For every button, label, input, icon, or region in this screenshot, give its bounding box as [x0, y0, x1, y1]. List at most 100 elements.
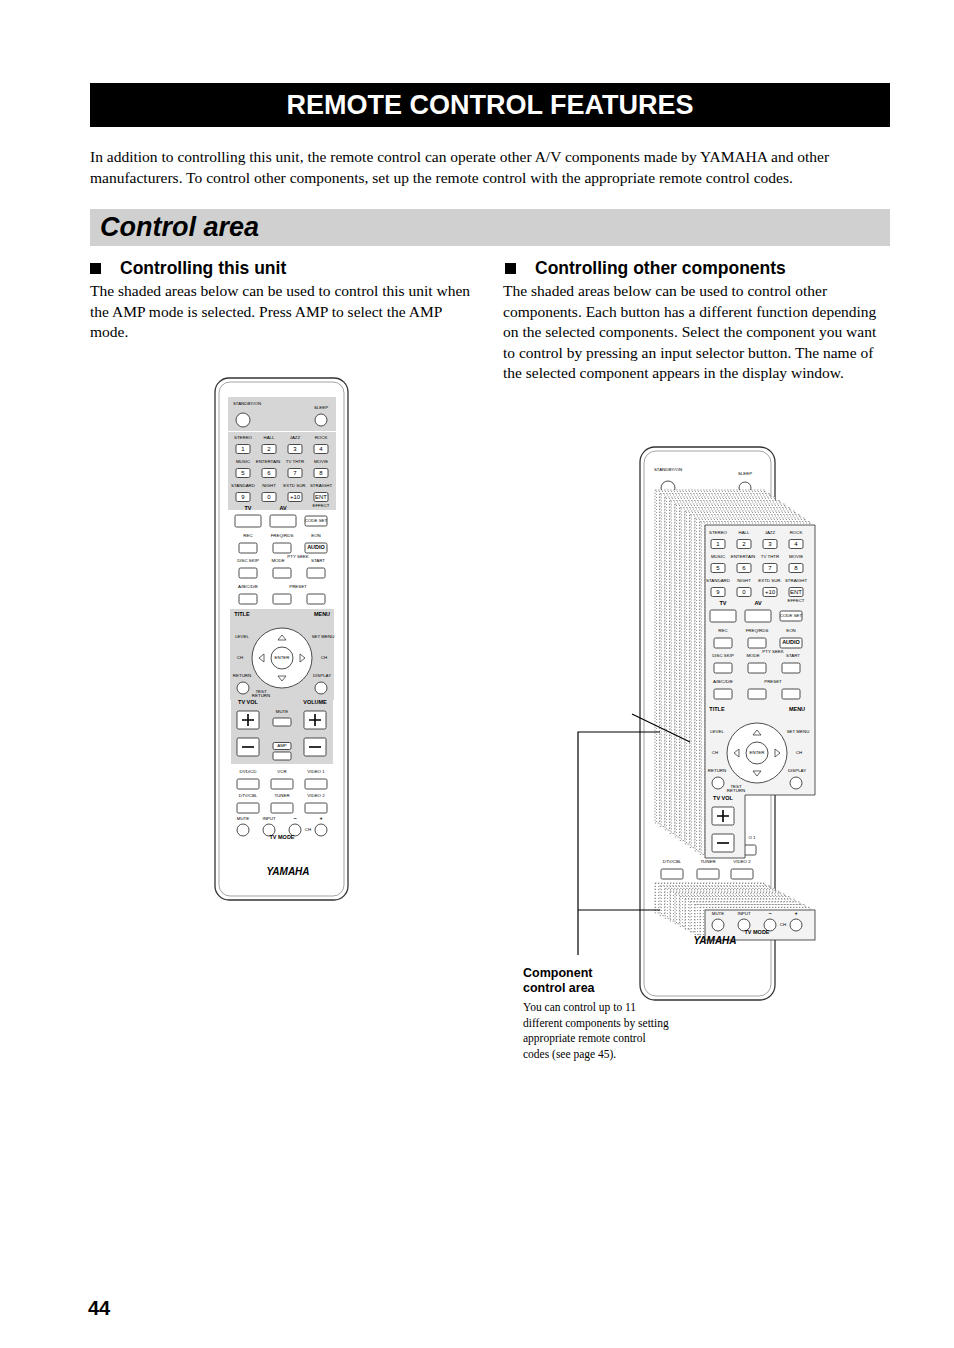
button-label: AUDIO — [307, 545, 325, 551]
button-label: 0 — [742, 589, 745, 595]
round-button — [790, 777, 802, 789]
button-label: JAZZ — [765, 531, 776, 535]
button — [712, 807, 734, 825]
button-label: 6 — [267, 470, 270, 476]
button-label: NIGHT — [737, 579, 751, 583]
button-label: 1 — [716, 541, 719, 547]
button — [236, 469, 250, 478]
button-label: MODE — [746, 654, 759, 658]
button-label: CH — [305, 828, 311, 832]
button-label: TEST RETURN — [252, 690, 270, 699]
button-label: FREQ/RDS — [271, 534, 294, 538]
button — [270, 515, 296, 527]
button — [780, 611, 802, 621]
button — [305, 543, 327, 553]
button-label: INPUT — [737, 912, 750, 916]
button-label: STRAIGHT — [310, 484, 332, 488]
button-label: TV MODE — [744, 930, 769, 936]
button-label: +10 — [290, 494, 300, 500]
button-label: SET MENU — [312, 635, 335, 639]
button — [237, 711, 259, 729]
button — [737, 540, 751, 549]
button — [262, 469, 276, 478]
button-label: ENT — [315, 494, 327, 500]
button-label: TITLE — [709, 707, 724, 713]
round-button — [252, 628, 312, 688]
button-label: NIGHT — [262, 484, 276, 488]
button-label: TV VOL — [713, 796, 733, 802]
button — [789, 588, 803, 597]
round-button — [236, 413, 250, 427]
button — [273, 752, 291, 760]
round-button — [237, 682, 249, 694]
button-label: STRAIGHT — [785, 579, 807, 583]
button-label: INPUT — [262, 817, 275, 821]
button-label: RETURN — [233, 674, 251, 678]
button — [273, 718, 291, 726]
button-label: AV — [754, 601, 761, 607]
button-label: EON — [311, 534, 321, 538]
button-label: ENT — [790, 589, 802, 595]
button-label: TV VOL — [238, 700, 258, 706]
button-label: 8 — [319, 470, 322, 476]
plus-symbol — [717, 810, 729, 822]
button-label: 4 — [319, 446, 322, 452]
button — [737, 588, 751, 597]
round-button — [727, 723, 787, 783]
button — [789, 540, 803, 549]
button — [763, 564, 777, 573]
button-label: TV THTR — [286, 460, 304, 464]
button-label: LEVEL — [710, 730, 724, 734]
button-label: 4 — [794, 541, 797, 547]
button-label: START — [311, 559, 325, 563]
heading-square — [505, 263, 516, 274]
button — [307, 568, 325, 578]
button-label: CODE SET — [780, 614, 802, 618]
callout-title: Component control area — [523, 966, 613, 996]
button-label: − — [293, 816, 296, 822]
remote-body-inner — [219, 382, 344, 896]
button-label: 8 — [794, 565, 797, 571]
round-button — [712, 777, 724, 789]
button — [237, 803, 259, 813]
sub-heading: Controlling other components — [535, 257, 786, 279]
button-label: MENU — [789, 707, 805, 713]
button — [714, 663, 732, 673]
round-button — [738, 919, 750, 931]
button-label: HALL — [264, 436, 275, 440]
button-label: 0 — [267, 494, 270, 500]
button-label: EFFECT — [787, 599, 804, 603]
plus-symbol — [242, 714, 254, 726]
button-label: 7 — [768, 565, 771, 571]
button-label: YAMAHA — [266, 867, 309, 877]
button — [714, 638, 732, 648]
button-label: VCR — [277, 770, 286, 774]
button-label: 1 — [241, 446, 244, 452]
section-heading: Control area — [100, 209, 900, 246]
button-label: SLEEP — [738, 472, 752, 476]
button — [288, 493, 302, 502]
button-label: TV — [244, 506, 251, 512]
button — [731, 869, 753, 879]
button-label: TEST RETURN — [727, 785, 745, 794]
button-label: 2 — [742, 541, 745, 547]
round-button — [712, 919, 724, 931]
button-label: A/B/C/D/E — [713, 680, 733, 684]
button — [236, 493, 250, 502]
button — [273, 568, 291, 578]
button-label: MUSIC — [711, 555, 725, 559]
button-label: VIDEO 2 — [307, 794, 324, 798]
button — [239, 543, 257, 553]
sub-heading: Controlling this unit — [120, 257, 286, 279]
button-label: DTV/CBL — [239, 794, 258, 798]
button — [288, 469, 302, 478]
button-label: 7 — [293, 470, 296, 476]
heading-square — [90, 263, 101, 274]
button-label: +10 — [765, 589, 775, 595]
button-label: ROCK — [790, 531, 803, 535]
button-label: A/B/C/D/E — [238, 585, 258, 589]
button-label: PRESET — [289, 585, 307, 589]
button-label: MUTE — [237, 817, 249, 821]
button-label: AV — [279, 506, 286, 512]
